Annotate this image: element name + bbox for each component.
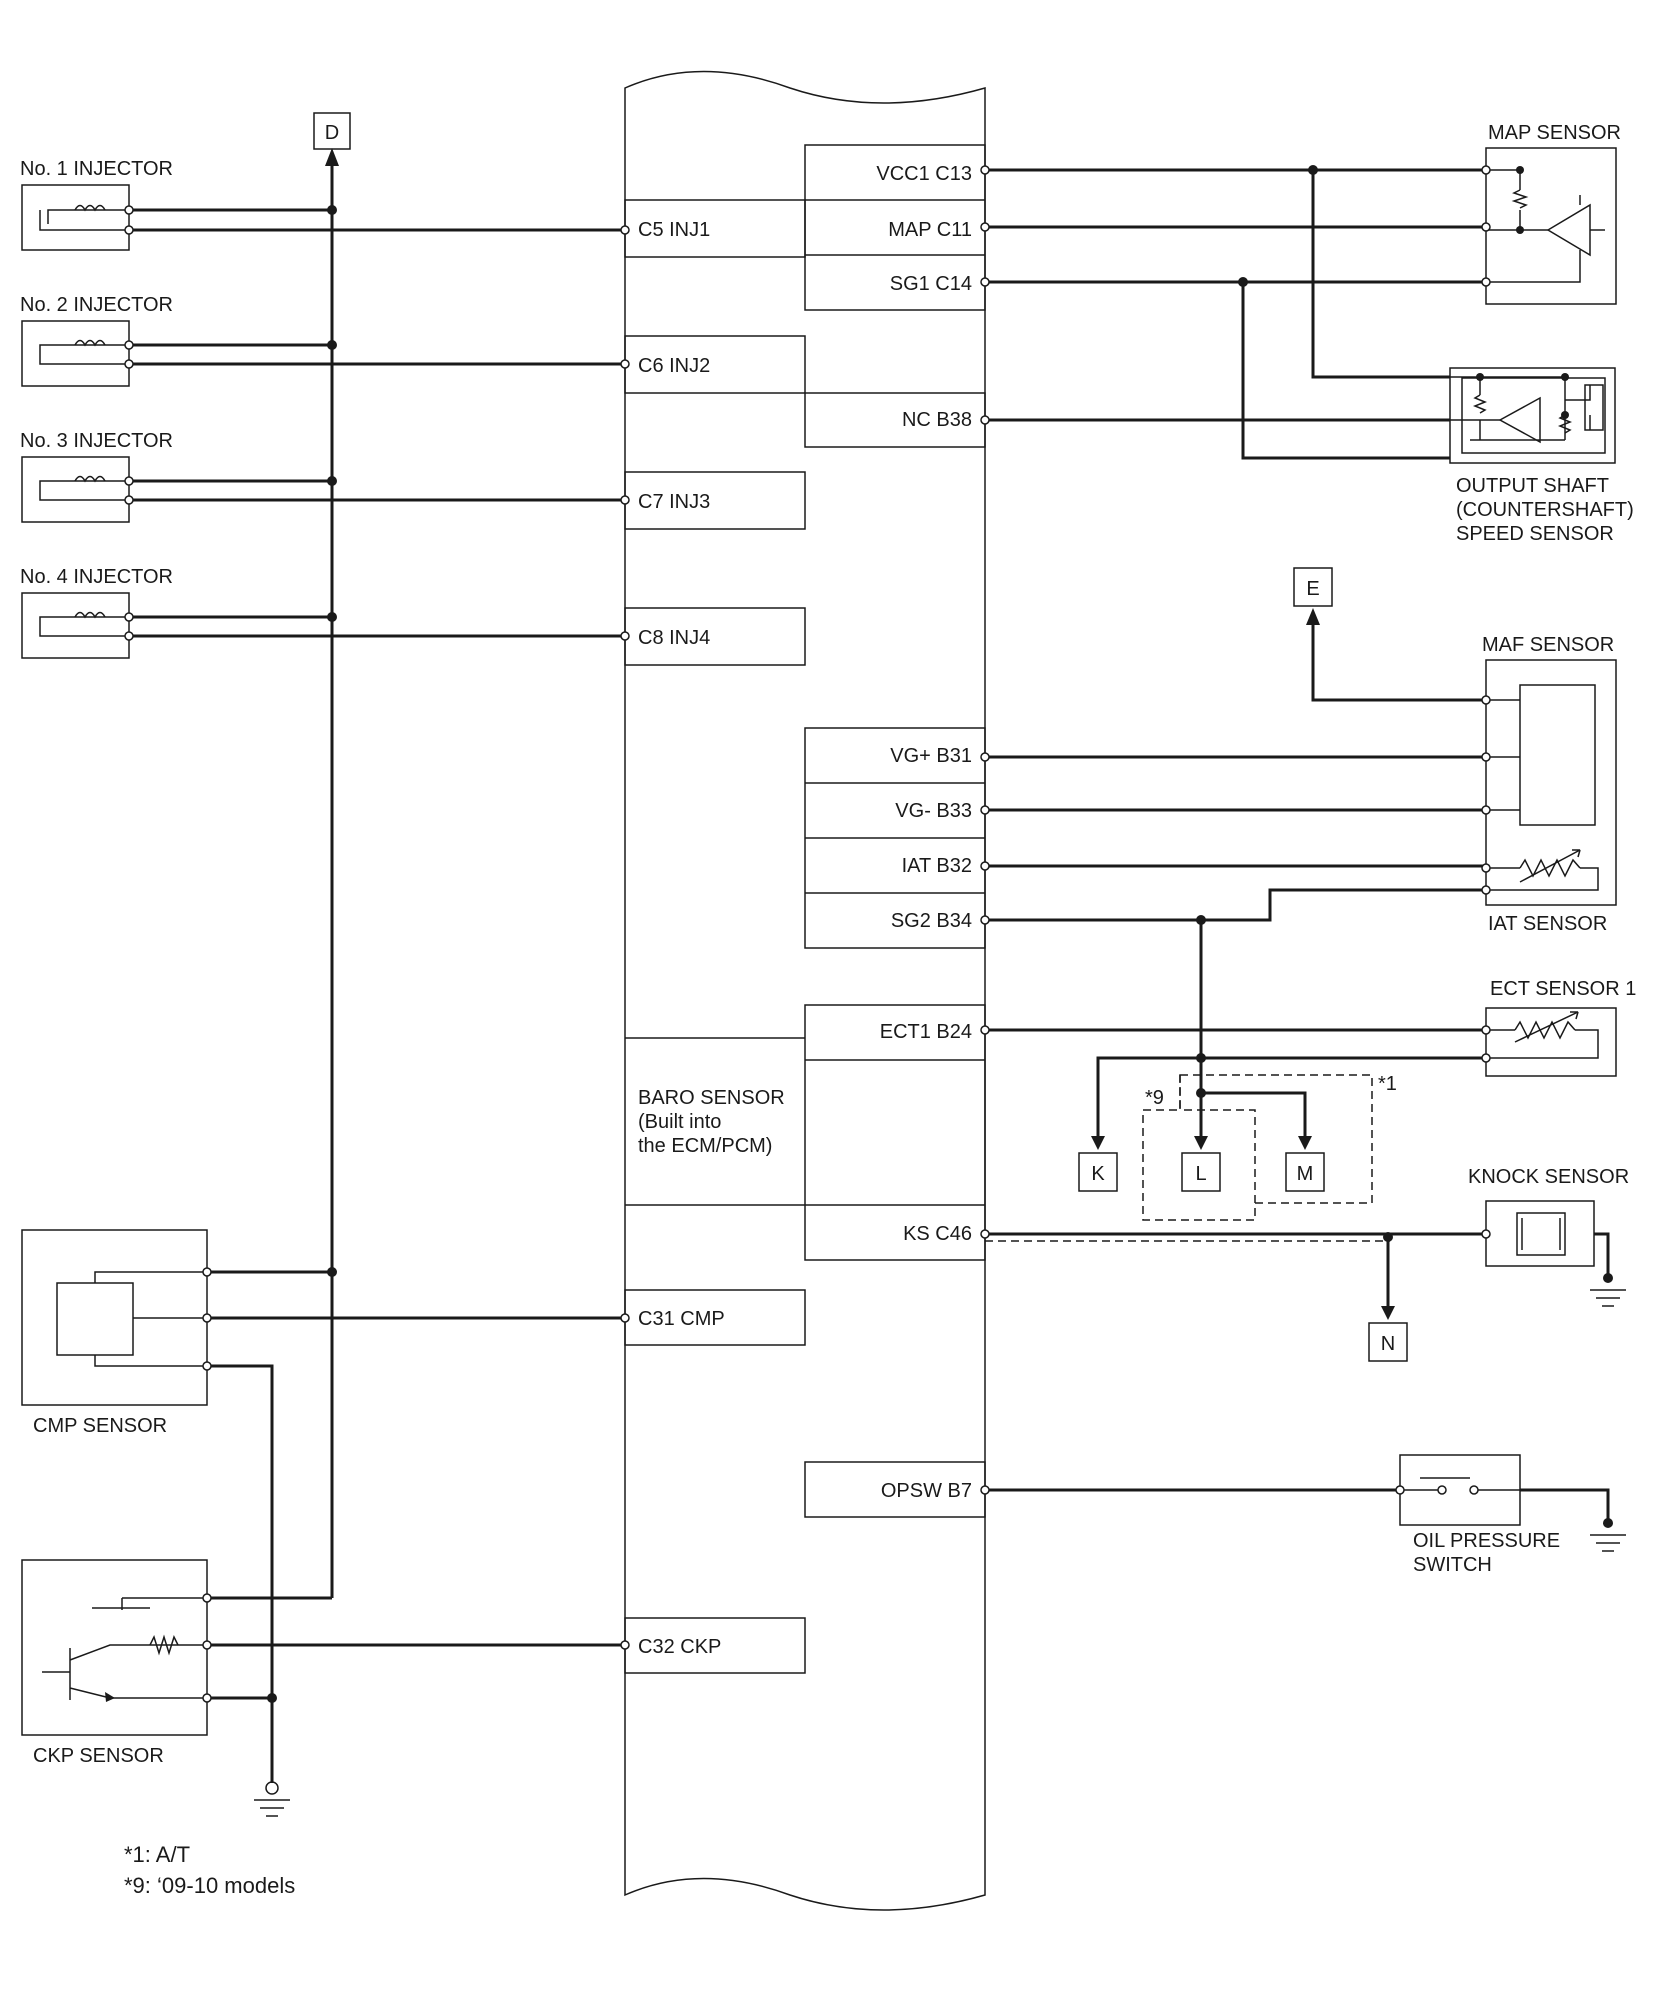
thermistor-icon xyxy=(1519,849,1581,883)
injector-coil-icon xyxy=(74,475,106,483)
pin-label-vg-plus-b31: VG+ B31 xyxy=(890,745,972,767)
pin-label-vcc1-c13: VCC1 C13 xyxy=(876,163,972,185)
oil-wiring xyxy=(980,1485,1610,1520)
footnote-9: *9: ‘09-10 models xyxy=(124,1873,295,1898)
connector-l-label: L xyxy=(1195,1163,1206,1185)
ect-sensor-1: ECT SENSOR 1 xyxy=(1485,978,1636,1077)
maf-sensor: MAF SENSOR IAT SENSOR xyxy=(1482,634,1617,935)
oil-pressure-label-line2: SWITCH xyxy=(1413,1554,1492,1576)
pin-label-c5-inj1: C5 INJ1 xyxy=(638,219,710,241)
connector-e-label: E xyxy=(1306,578,1319,600)
resistor-icon xyxy=(1557,414,1573,434)
connector-m-label: M xyxy=(1297,1163,1314,1185)
connector-m: M xyxy=(1285,1136,1325,1192)
connector-d-label: D xyxy=(325,122,339,144)
oil-pressure-switch: OIL PRESSURE SWITCH xyxy=(1399,1454,1560,1576)
ckp-sensor: CKP SENSOR xyxy=(21,1559,208,1767)
cmp-sensor: CMP SENSOR xyxy=(21,1229,208,1437)
pin-label-opsw-b7: OPSW B7 xyxy=(881,1480,972,1502)
pin-label-c31-cmp: C31 CMP xyxy=(638,1308,725,1330)
injector-4-label: No. 4 INJECTOR xyxy=(20,566,173,588)
cmp-sensor-label: CMP SENSOR xyxy=(33,1415,167,1437)
pin-label-map-c11: MAP C11 xyxy=(888,219,972,241)
injector-coil-icon xyxy=(74,339,106,347)
map-wiring xyxy=(980,165,1491,460)
map-sensor-label: MAP SENSOR xyxy=(1488,122,1621,144)
injector-3: No. 3 INJECTOR xyxy=(20,430,173,523)
connector-k: K xyxy=(1078,1136,1118,1192)
maf-wiring xyxy=(980,695,1491,925)
injector-coil-icon xyxy=(74,611,106,619)
oil-ground-icon xyxy=(1590,1518,1626,1552)
maf-sensor-label: MAF SENSOR xyxy=(1482,634,1614,656)
oil-pressure-label-line1: OIL PRESSURE xyxy=(1413,1530,1560,1552)
connector-l: L xyxy=(1181,1136,1221,1192)
output-shaft-label-line3: SPEED SENSOR xyxy=(1456,523,1614,545)
pin-label-vg-minus-b33: VG- B33 xyxy=(895,800,972,822)
note-mark-9: *9 xyxy=(1145,1087,1164,1109)
pin-label-ks-c46: KS C46 xyxy=(903,1223,972,1245)
output-shaft-label-line2: (COUNTERSHAFT) xyxy=(1456,499,1634,521)
pin-label-sg2-b34: SG2 B34 xyxy=(891,910,972,932)
resistor-icon xyxy=(1511,189,1529,209)
connector-d: D xyxy=(313,112,351,166)
resistor-icon xyxy=(149,1634,179,1656)
thermistor-icon xyxy=(1514,1011,1579,1043)
pin-label-iat-b32: IAT B32 xyxy=(902,855,972,877)
ecm-left-pin-boxes xyxy=(624,199,806,1674)
resistor-icon xyxy=(1472,394,1488,414)
iat-sensor-label: IAT SENSOR xyxy=(1488,913,1607,935)
ckp-sensor-label: CKP SENSOR xyxy=(33,1745,164,1767)
cmp-wiring xyxy=(202,1267,630,1783)
injector-4: No. 4 INJECTOR xyxy=(20,566,173,659)
footnote-1: *1: A/T xyxy=(124,1842,190,1867)
connector-e: E xyxy=(1293,567,1486,702)
output-shaft-label-line1: OUTPUT SHAFT xyxy=(1456,475,1609,497)
baro-sensor-line1: BARO SENSOR xyxy=(638,1087,785,1109)
baro-sensor-line2: (Built into xyxy=(638,1111,721,1133)
at-dashed-region: *1 *9 xyxy=(1142,1073,1397,1221)
pin-label-sg1-c14: SG1 C14 xyxy=(890,273,972,295)
injector-3-label: No. 3 INJECTOR xyxy=(20,430,173,452)
pin-label-ect1-b24: ECT1 B24 xyxy=(880,1021,972,1043)
knock-sensor: KNOCK SENSOR xyxy=(1468,1166,1629,1275)
output-shaft-speed-sensor: OUTPUT SHAFT (COUNTERSHAFT) SPEED SENSOR xyxy=(1449,367,1634,545)
knock-sensor-label: KNOCK SENSOR xyxy=(1468,1166,1629,1188)
knock-ground-icon xyxy=(1590,1273,1626,1307)
connector-n: N xyxy=(1368,1306,1408,1362)
connector-k-label: K xyxy=(1091,1163,1105,1185)
pin-label-c6-inj2: C6 INJ2 xyxy=(638,355,710,377)
injector-2: No. 2 INJECTOR xyxy=(20,294,173,387)
connector-n-label: N xyxy=(1381,1333,1395,1355)
ckp-wiring xyxy=(202,1593,630,1703)
injector-coil-icon xyxy=(74,204,106,212)
injector-1: No. 1 INJECTOR xyxy=(20,158,173,251)
map-sensor: MAP SENSOR xyxy=(1485,122,1621,305)
injector-2-label: No. 2 INJECTOR xyxy=(20,294,173,316)
pin-label-c8-inj4: C8 INJ4 xyxy=(638,627,710,649)
note-mark-1: *1 xyxy=(1378,1073,1397,1095)
baro-sensor-line3: the ECM/PCM) xyxy=(638,1135,772,1157)
klm-wiring xyxy=(1196,1088,1307,1140)
pin-label-c7-inj3: C7 INJ3 xyxy=(638,491,710,513)
ect-wiring xyxy=(980,920,1491,1140)
injector-1-label: No. 1 INJECTOR xyxy=(20,158,173,180)
ect-sensor-label: ECT SENSOR 1 xyxy=(1490,978,1636,1000)
pin-label-c32-ckp: C32 CKP xyxy=(638,1636,721,1658)
ecm-body xyxy=(624,70,986,1911)
pin-label-nc-b38: NC B38 xyxy=(902,409,972,431)
knock-wiring xyxy=(980,1229,1491,1310)
injector-wiring xyxy=(124,160,630,1598)
ground-icon xyxy=(254,1781,290,1817)
